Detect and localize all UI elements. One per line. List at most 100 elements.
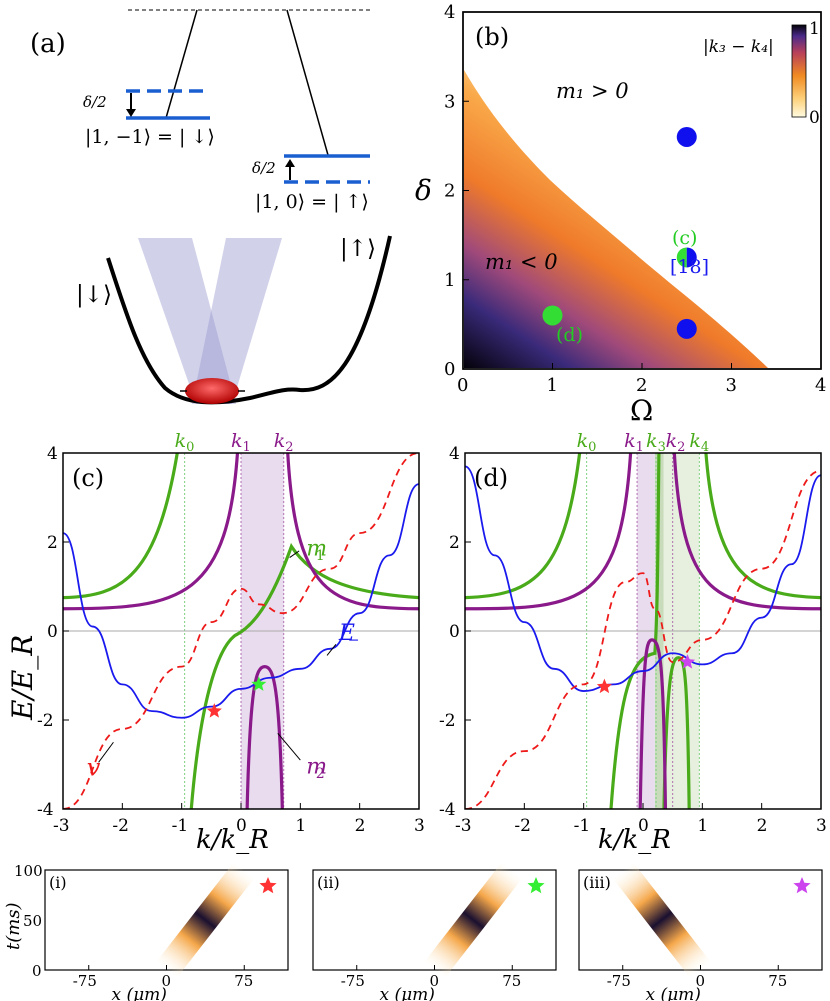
- panel-a-label: (a): [30, 29, 66, 59]
- y-tick-label: 4: [444, 2, 455, 23]
- v-curve: [63, 453, 419, 809]
- strip-y-tick: 100: [14, 862, 43, 880]
- k-label: k0: [577, 430, 597, 455]
- panel-c-label: (c): [72, 464, 104, 492]
- x-tick-label: 1: [697, 816, 708, 836]
- x-tick-label: 2: [636, 375, 647, 396]
- x-tick-label: 3: [816, 816, 827, 836]
- m2-label: m: [306, 754, 327, 779]
- k-subscript: 2: [677, 440, 685, 455]
- v-curve: [465, 469, 821, 809]
- heatmap-region: [464, 70, 768, 368]
- strip-y-tick: 0: [32, 962, 42, 980]
- x-tick-label: -1: [172, 816, 189, 836]
- x-tick-label: 0: [457, 375, 468, 396]
- y-tick-label: 0: [47, 622, 58, 642]
- density-streak: [612, 862, 711, 978]
- strip-star-icon: [527, 877, 545, 894]
- arrow-head-icon: [126, 109, 136, 117]
- star-marker: [206, 703, 222, 718]
- k-subscript: 2: [285, 440, 293, 455]
- strip-label: (i): [49, 873, 67, 892]
- ket-up: |↑⟩: [340, 236, 376, 262]
- delta-half-top: δ/2: [83, 93, 107, 111]
- x-tick-label: 2: [757, 816, 768, 836]
- panel-b-ylabel: δ: [415, 174, 432, 207]
- leader-line: [289, 550, 300, 558]
- m1-curve: [704, 453, 821, 600]
- strip-label: (ii): [317, 873, 340, 892]
- strip-label: (iii): [583, 873, 611, 892]
- marker-point: [676, 318, 697, 339]
- m2-curve: [245, 664, 284, 809]
- marker-point: [542, 305, 563, 326]
- shared-ylabel: E/E_R: [6, 635, 39, 721]
- strip-x-tick: 75: [768, 972, 787, 990]
- m1-label: m: [306, 536, 327, 561]
- strip-xlabel: x (μm): [646, 985, 701, 1001]
- state-down-level: |1, −1⟩ = | ↓⟩: [85, 126, 215, 148]
- m2-curve: [286, 453, 419, 611]
- strip-star-icon: [793, 877, 811, 894]
- y-tick-label: 2: [444, 181, 455, 202]
- panel-a: (a) δ/2 |1, −1⟩ = | ↓⟩ δ/2 |1, 0⟩ = | ↑⟩…: [30, 9, 392, 405]
- e-minus-label: E: [338, 621, 355, 646]
- k-label: k1: [231, 430, 251, 455]
- raman-beam-left: [165, 9, 198, 119]
- m1-curve-right: [189, 542, 419, 809]
- y-tick-label: -4: [37, 800, 54, 820]
- k-label: k3: [646, 430, 666, 455]
- panel-b-xlabel: Ω: [630, 394, 653, 427]
- k-label: k2: [666, 430, 686, 455]
- x-tick-label: 0: [638, 816, 649, 836]
- y-tick-label: 2: [449, 533, 460, 553]
- strip-xlabel: x (μm): [112, 985, 167, 1001]
- leader-line: [326, 644, 337, 656]
- x-tick-label: -3: [455, 816, 472, 836]
- x-tick-label: 3: [726, 375, 737, 396]
- x-tick-label: -2: [112, 816, 129, 836]
- panel-d-label: (d): [474, 464, 508, 492]
- double-well-potential: [106, 235, 392, 405]
- k-label: k0: [175, 430, 195, 455]
- k-label: k1: [624, 430, 644, 455]
- colorbar-label: |k₃ − k₄|: [703, 37, 774, 57]
- m1-curve: [609, 453, 661, 809]
- strip-x-tick: 0: [696, 972, 706, 990]
- star-marker: [251, 676, 267, 691]
- k-label: k2: [274, 430, 294, 455]
- y-tick-label: 0: [444, 359, 455, 380]
- m2-curve: [638, 638, 668, 809]
- phase-markers: [542, 126, 697, 339]
- y-tick-label: 2: [47, 533, 58, 553]
- marker-point: [676, 126, 697, 147]
- m2-curve: [465, 453, 633, 611]
- leader-line: [277, 733, 301, 761]
- shared-xlabel-d: k/k_R: [598, 825, 671, 855]
- ket-down: |↓⟩: [76, 282, 112, 308]
- m1-sub: 1: [316, 548, 325, 564]
- x-tick-label: 3: [414, 816, 425, 836]
- m2-curve: [63, 453, 239, 611]
- k-subscript: 1: [243, 440, 251, 455]
- k-subscript: 3: [658, 440, 666, 455]
- state-up-level: |1, 0⟩ = | ↑⟩: [255, 191, 369, 213]
- star-marker: [679, 654, 696, 669]
- arrow-head-icon: [285, 159, 295, 167]
- region-lower-label: m₁ < 0: [485, 250, 558, 274]
- shared-xlabel-c: k/k_R: [196, 825, 269, 855]
- y-tick-label: 0: [449, 622, 460, 642]
- strip-x-tick: -75: [73, 972, 97, 990]
- m2-curve: [672, 453, 821, 611]
- leader-line: [98, 741, 114, 763]
- strip-x-tick: 0: [162, 972, 172, 990]
- m1-curve-left: [63, 453, 179, 600]
- strip-x-tick: 75: [502, 972, 521, 990]
- x-tick-label: -1: [574, 816, 591, 836]
- k-subscript: 1: [636, 440, 644, 455]
- m2-sub: 2: [316, 766, 325, 782]
